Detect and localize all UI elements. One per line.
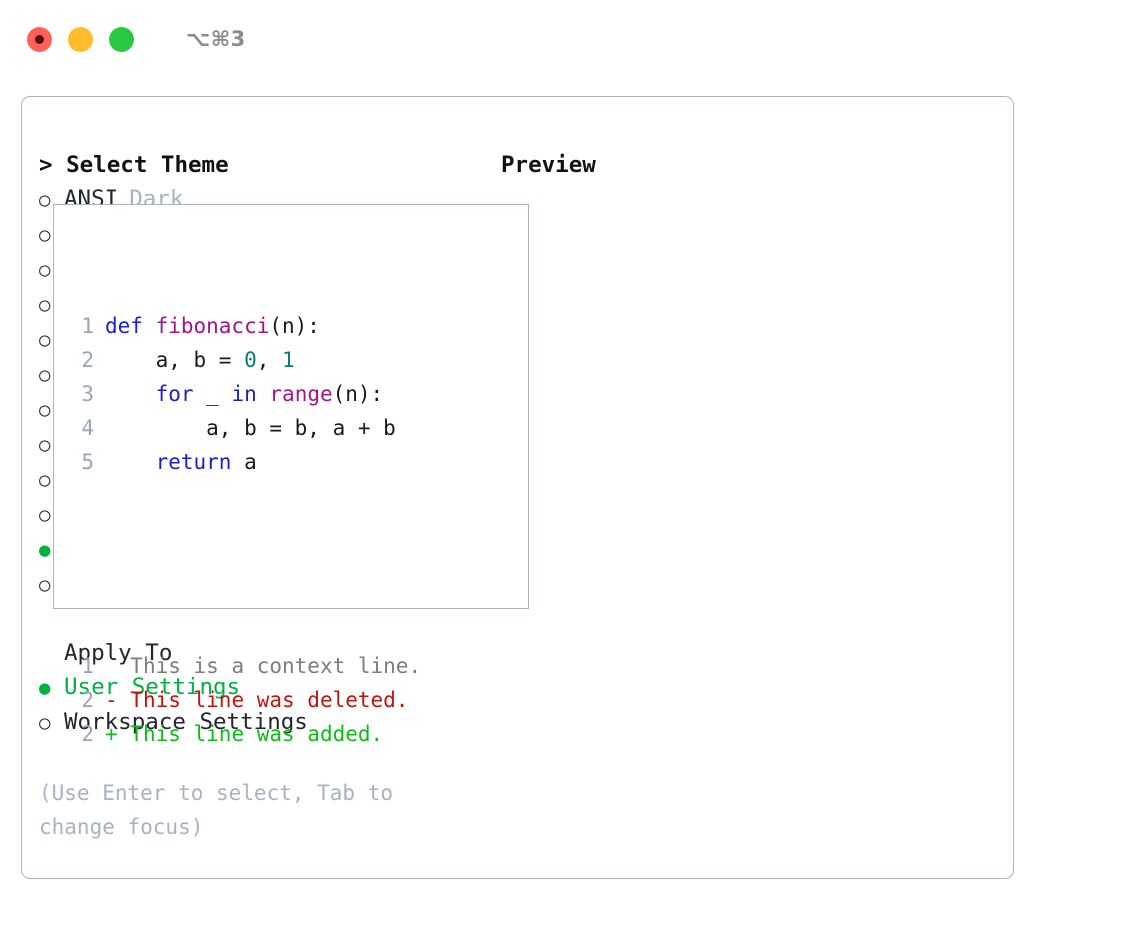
diff-line: 2- This line was deleted. (72, 683, 528, 717)
diff-marker: + (105, 722, 118, 746)
radio-unselected-icon: ○ (39, 189, 51, 211)
code-token: a, b = b, a + b (105, 416, 396, 440)
line-number: 5 (81, 450, 94, 474)
code-token: , (256, 348, 283, 372)
code-token: a (231, 450, 257, 474)
code-token: _ (193, 382, 232, 406)
code-token: range (269, 382, 333, 406)
diff-line-text: This is a context line. (94, 649, 421, 683)
line-number: 2 (81, 348, 94, 372)
line-number: 2 (81, 688, 94, 712)
radio-unselected-icon: ○ (39, 469, 51, 491)
minimize-button[interactable] (68, 26, 93, 52)
code-token (257, 382, 270, 406)
code-token: return (155, 450, 232, 474)
radio-unselected-icon: ○ (39, 294, 51, 316)
radio-unselected-icon: ○ (39, 574, 51, 596)
apply-to-option-label: User Settings (64, 674, 241, 700)
line-number: 3 (81, 382, 94, 406)
code-diff-separator (72, 547, 528, 581)
code-line-text: a, b = b, a + b (94, 411, 396, 445)
line-number: 1 (81, 654, 94, 678)
recording-indicator-icon (35, 34, 44, 44)
maximize-button[interactable] (109, 26, 134, 52)
diff-line-text: + This line was added. (94, 717, 383, 751)
diff-text: This is a context line. (117, 654, 422, 678)
window-title: ⌥⌘3 (186, 27, 246, 51)
code-line-text: def fibonacci(n): (94, 309, 320, 343)
code-token (105, 450, 156, 474)
code-line: 4 a, b = b, a + b (72, 411, 528, 445)
code-line-text: return a (94, 445, 257, 479)
radio-unselected-icon: ○ (39, 434, 51, 456)
select-theme-header: > Select Theme (39, 152, 229, 178)
line-number: 4 (81, 416, 94, 440)
close-button[interactable] (27, 26, 52, 52)
code-token: 0 (244, 348, 257, 372)
apply-to-option-user-settings[interactable]: ● User Settings (39, 670, 489, 705)
line-number: 1 (81, 314, 94, 338)
diff-line: 1 This is a context line. (72, 649, 528, 683)
preview-column: Preview (501, 148, 1001, 182)
radio-unselected-icon: ○ (39, 329, 51, 351)
diff-sample: 1 This is a context line.2- This line wa… (72, 649, 528, 751)
apply-to-option-label: Workspace Settings (64, 709, 308, 735)
code-line-text: for _ in range(n): (94, 377, 384, 411)
title-bar: ⌥⌘3 (0, 0, 1140, 78)
apply-to-option-workspace-settings[interactable]: ○ Workspace Settings (39, 705, 489, 740)
radio-unselected-icon: ○ (39, 712, 51, 734)
code-line: 2 a, b = 0, 1 (72, 343, 528, 377)
diff-text: This line was added. (117, 722, 384, 746)
code-line: 5 return a (72, 445, 528, 479)
code-line: 3 for _ in range(n): (72, 377, 528, 411)
code-token: (n): (269, 314, 320, 338)
code-token: for (155, 382, 194, 406)
radio-unselected-icon: ○ (39, 399, 51, 421)
code-token (105, 382, 156, 406)
code-line-text: a, b = 0, 1 (94, 343, 295, 377)
traffic-lights (27, 26, 134, 52)
apply-to-header: Apply To (64, 640, 173, 666)
diff-marker (105, 654, 118, 678)
code-token: fibonacci (155, 314, 270, 338)
line-number: 2 (81, 722, 94, 746)
radio-selected-icon: ● (39, 677, 51, 699)
code-token: 1 (282, 348, 295, 372)
diff-line: 2+ This line was added. (72, 717, 528, 751)
code-token: (n): (332, 382, 384, 406)
radio-unselected-icon: ○ (39, 259, 51, 281)
radio-unselected-icon: ○ (39, 364, 51, 386)
code-token: a, b = (105, 348, 245, 372)
code-token: def (105, 314, 156, 338)
radio-selected-icon: ● (39, 539, 51, 561)
radio-unselected-icon: ○ (39, 504, 51, 526)
code-token: in (231, 382, 257, 406)
preview-header: Preview (501, 152, 596, 178)
keyboard-hint-text: (Use Enter to select, Tab to change focu… (39, 781, 406, 839)
diff-text: This line was deleted. (117, 688, 409, 712)
apply-to-option-list[interactable]: ● User Settings ○ Workspace Settings (39, 670, 489, 740)
radio-unselected-icon: ○ (39, 224, 51, 246)
diff-line-text: - This line was deleted. (94, 683, 408, 717)
diff-marker: - (105, 688, 118, 712)
